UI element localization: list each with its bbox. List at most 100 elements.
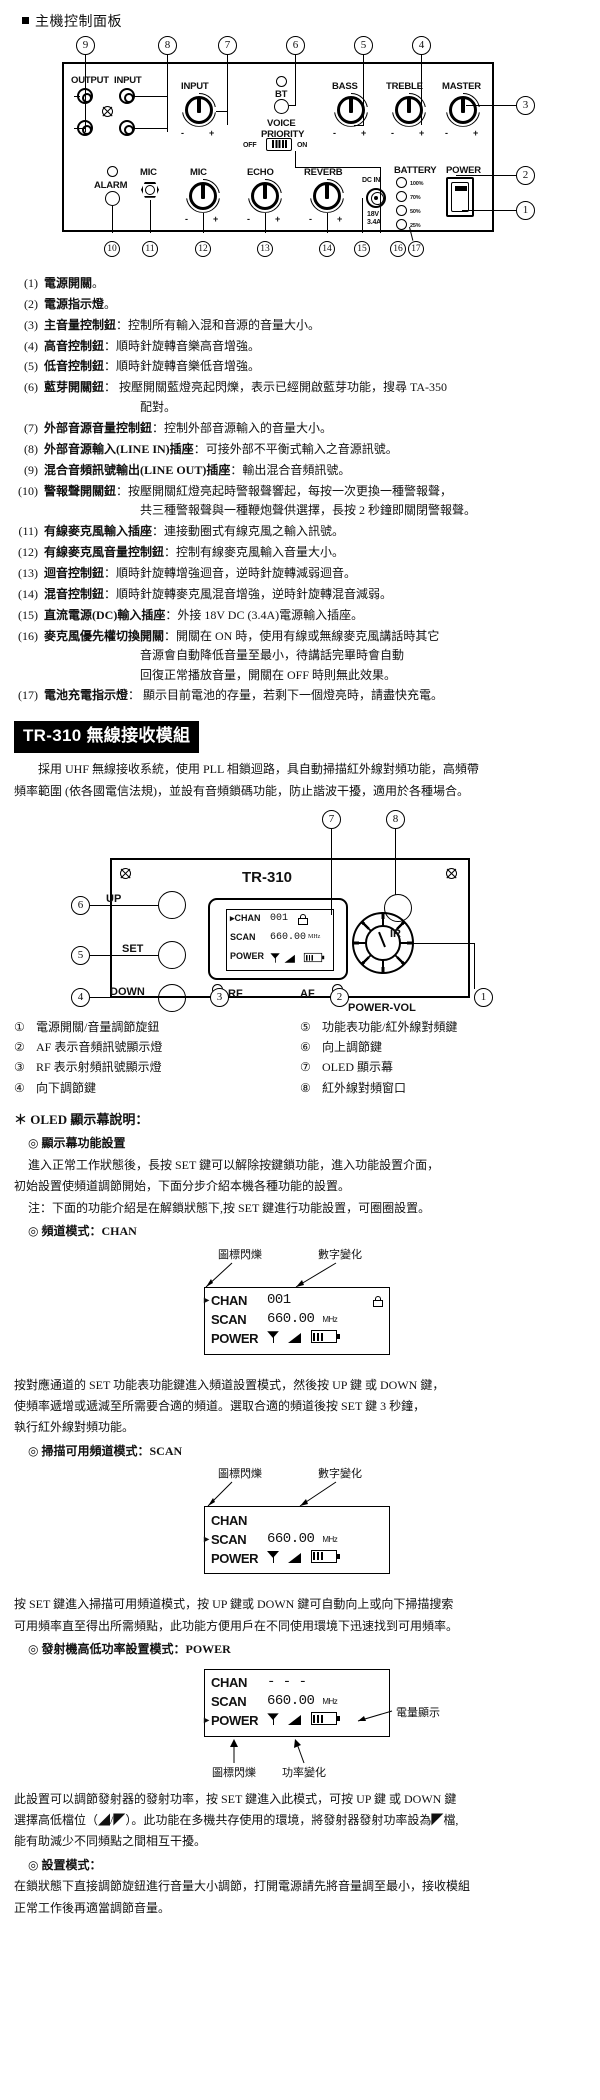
row-label-chan: ▸CHAN xyxy=(204,1293,247,1308)
knob-pointer xyxy=(325,183,329,199)
display-row-power: ▸POWER xyxy=(204,1712,383,1731)
voice-priority-switch[interactable] xyxy=(266,137,292,151)
power-mode-p3: 能有助減少不同頻點之間相互干擾。 xyxy=(14,1834,207,1849)
power-mode-title: 發射機高低功率設置模式：POWER xyxy=(41,1642,231,1657)
bullet-square-icon xyxy=(22,17,29,24)
leader-10-line xyxy=(112,205,114,233)
jack-hex-body xyxy=(141,181,159,198)
power-mode-p2: 選擇高低檔位（◢/◤）。此功能在多機共存使用的環境，將發射器發射功率設為◤檔, xyxy=(14,1813,459,1828)
list-item: (13) 迴音控制鈕：順時針旋轉增強迴音，逆時針旋轉減弱迴音。 xyxy=(14,564,586,583)
dc-input-jack[interactable] xyxy=(366,187,386,208)
knob-master[interactable]: - + xyxy=(445,92,480,138)
leader-line-1 xyxy=(462,209,516,211)
tr310-intro-line2: 頻率範圍 (依各國電信法規)，並設有音頻鎖碼功能，防止諧波干擾，適用於各種場合。 xyxy=(14,784,469,799)
mic-input-jack[interactable] xyxy=(140,180,160,200)
item-cont: 音源會自動降低音量至最小，待講話完畢時會自動 xyxy=(140,648,405,663)
item-number: (17) xyxy=(18,688,38,703)
oled-power-label: POWER xyxy=(230,951,265,962)
power-level-icon xyxy=(287,1330,303,1344)
list-item: (4) 高音控制鈕：順時針旋轉音樂高音增強。 xyxy=(14,337,586,356)
leader-3-knob xyxy=(480,104,496,106)
legend-text: 向上調節鍵 xyxy=(322,1039,383,1054)
knob-input[interactable]: - + xyxy=(181,92,216,138)
label-up: UP xyxy=(106,892,122,905)
legend-num: ⑧ xyxy=(300,1080,311,1095)
oled-scan-label: SCAN xyxy=(230,932,256,943)
knob-plus-reverb: + xyxy=(337,213,343,224)
tr310-oled-frame: ▸CHAN 001 SCAN 660.00 MHz POWER xyxy=(208,897,348,980)
tr-callout-7: 7 xyxy=(322,809,341,829)
knob-minus-master: - xyxy=(445,127,448,138)
row-value-power xyxy=(267,1548,383,1570)
callout-16: 16 xyxy=(390,240,406,257)
list-item: (8) 外部音源輸入(LINE IN)插座：可接外部不平衡式輸入之音源訊號。 xyxy=(14,440,586,459)
knob-echo[interactable]: - + xyxy=(247,178,282,224)
knob-plus-master: + xyxy=(473,127,479,138)
knob-reverb[interactable]: - + xyxy=(309,178,344,224)
item-body: 有線麥克風音量控制鈕：控制有線麥克風輸入音量大小。 xyxy=(44,543,586,562)
scan-mode-p1: 按 SET 鍵進入掃描可用頻道模式，按 UP 鍵或 DOWN 鍵可自動向上或向下… xyxy=(14,1597,454,1612)
tr-callout-8: 8 xyxy=(386,809,405,829)
battery-icon xyxy=(310,1712,340,1726)
knob-plus-input: + xyxy=(209,127,215,138)
legend-num: ⑥ xyxy=(300,1039,311,1054)
rca-jack-input-l[interactable] xyxy=(119,87,135,104)
row-label-scan: ▸SCAN xyxy=(204,1531,247,1547)
knob-plus-bass: + xyxy=(361,127,367,138)
set-button[interactable] xyxy=(158,940,186,969)
knob-plus-treble: + xyxy=(419,127,425,138)
list-item: (10) 警報聲開關鈕：按壓開關紅燈亮起時警報聲響起，每按一次更換一種警報聲，共… xyxy=(14,482,586,521)
label-batt-25: 25% xyxy=(410,222,421,229)
bt-button[interactable] xyxy=(274,98,289,114)
list-item: (6) 藍芽開關鈕： 按壓開關藍燈亮起閃爍，表示已經開啟藍芽功能，搜尋 TA-3… xyxy=(14,378,586,417)
item-number: (7) xyxy=(24,420,38,435)
label-batt-100: 100% xyxy=(410,180,424,187)
up-button[interactable] xyxy=(158,890,186,919)
item-body: 低音控制鈕：順時針旋轉音樂低音增強。 xyxy=(44,357,586,376)
power-rocker-switch[interactable] xyxy=(446,176,474,217)
item-body: 混合音頻訊號輸出(LINE OUT)插座：輸出混合音頻訊號。 xyxy=(44,461,586,480)
rca-jack-input-r[interactable] xyxy=(119,119,135,136)
oled-config-p2: 初始設置使頻道調節開始，下面分步介紹本機各種功能的設置。 xyxy=(14,1179,351,1194)
item-desc: ：控制有線麥克風輸入音量大小。 xyxy=(164,544,345,559)
callout-4: 4 xyxy=(412,35,431,55)
bt-led-icon xyxy=(276,75,287,87)
tr-callout-6: 6 xyxy=(71,895,90,915)
label-on: ON xyxy=(297,141,308,149)
legend-num: ② xyxy=(14,1039,25,1054)
label-dc-volt: 18V xyxy=(367,210,379,218)
tr310-diagram: 7 8 TR-310 6 UP 5 SET 4 DOWN ▸CHAN 001 xyxy=(14,808,586,1014)
list-item: (16) 麥克風優先權切換開關：開關在 ON 時，使用有線或無線麥克風講話時其它… xyxy=(14,627,586,685)
down-button[interactable] xyxy=(158,983,186,1012)
power-volume-knob[interactable] xyxy=(352,911,414,974)
knob-minus-reverb: - xyxy=(309,213,312,224)
label-mic-knob: MIC xyxy=(190,166,207,178)
circle-marker-icon: ◎ xyxy=(28,1136,39,1151)
jack-hole xyxy=(145,184,155,195)
label-af: AF xyxy=(300,987,315,1000)
alarm-button[interactable] xyxy=(105,190,120,206)
knob-pointer xyxy=(461,97,465,113)
leader-line-7 xyxy=(227,54,229,125)
knob-treble[interactable]: - + xyxy=(391,92,426,138)
circle-marker-icon: ◎ xyxy=(28,1443,39,1458)
label-power-vol: POWER-VOL xyxy=(348,1001,416,1014)
alarm-led-icon xyxy=(107,165,118,177)
item-number: (2) xyxy=(24,296,38,311)
leader-line-9 xyxy=(85,54,87,113)
knob-minus-treble: - xyxy=(391,127,394,138)
knob-pointer xyxy=(201,183,205,199)
row-marker: ▸ xyxy=(204,1533,209,1545)
ir-window xyxy=(384,893,412,922)
power-level-icon xyxy=(287,1712,303,1726)
knob-mic[interactable]: - + xyxy=(185,178,220,224)
label-priority: PRIORITY xyxy=(261,128,305,140)
item-body: 警報聲開關鈕：按壓開關紅燈亮起時警報聲響起，每按一次更換一種警報聲，共三種警報聲… xyxy=(44,482,586,521)
item-term: 低音控制鈕 xyxy=(44,359,105,374)
item-number: (3) xyxy=(24,317,38,332)
item-desc: ：順時針旋轉音樂高音增強。 xyxy=(104,338,261,353)
